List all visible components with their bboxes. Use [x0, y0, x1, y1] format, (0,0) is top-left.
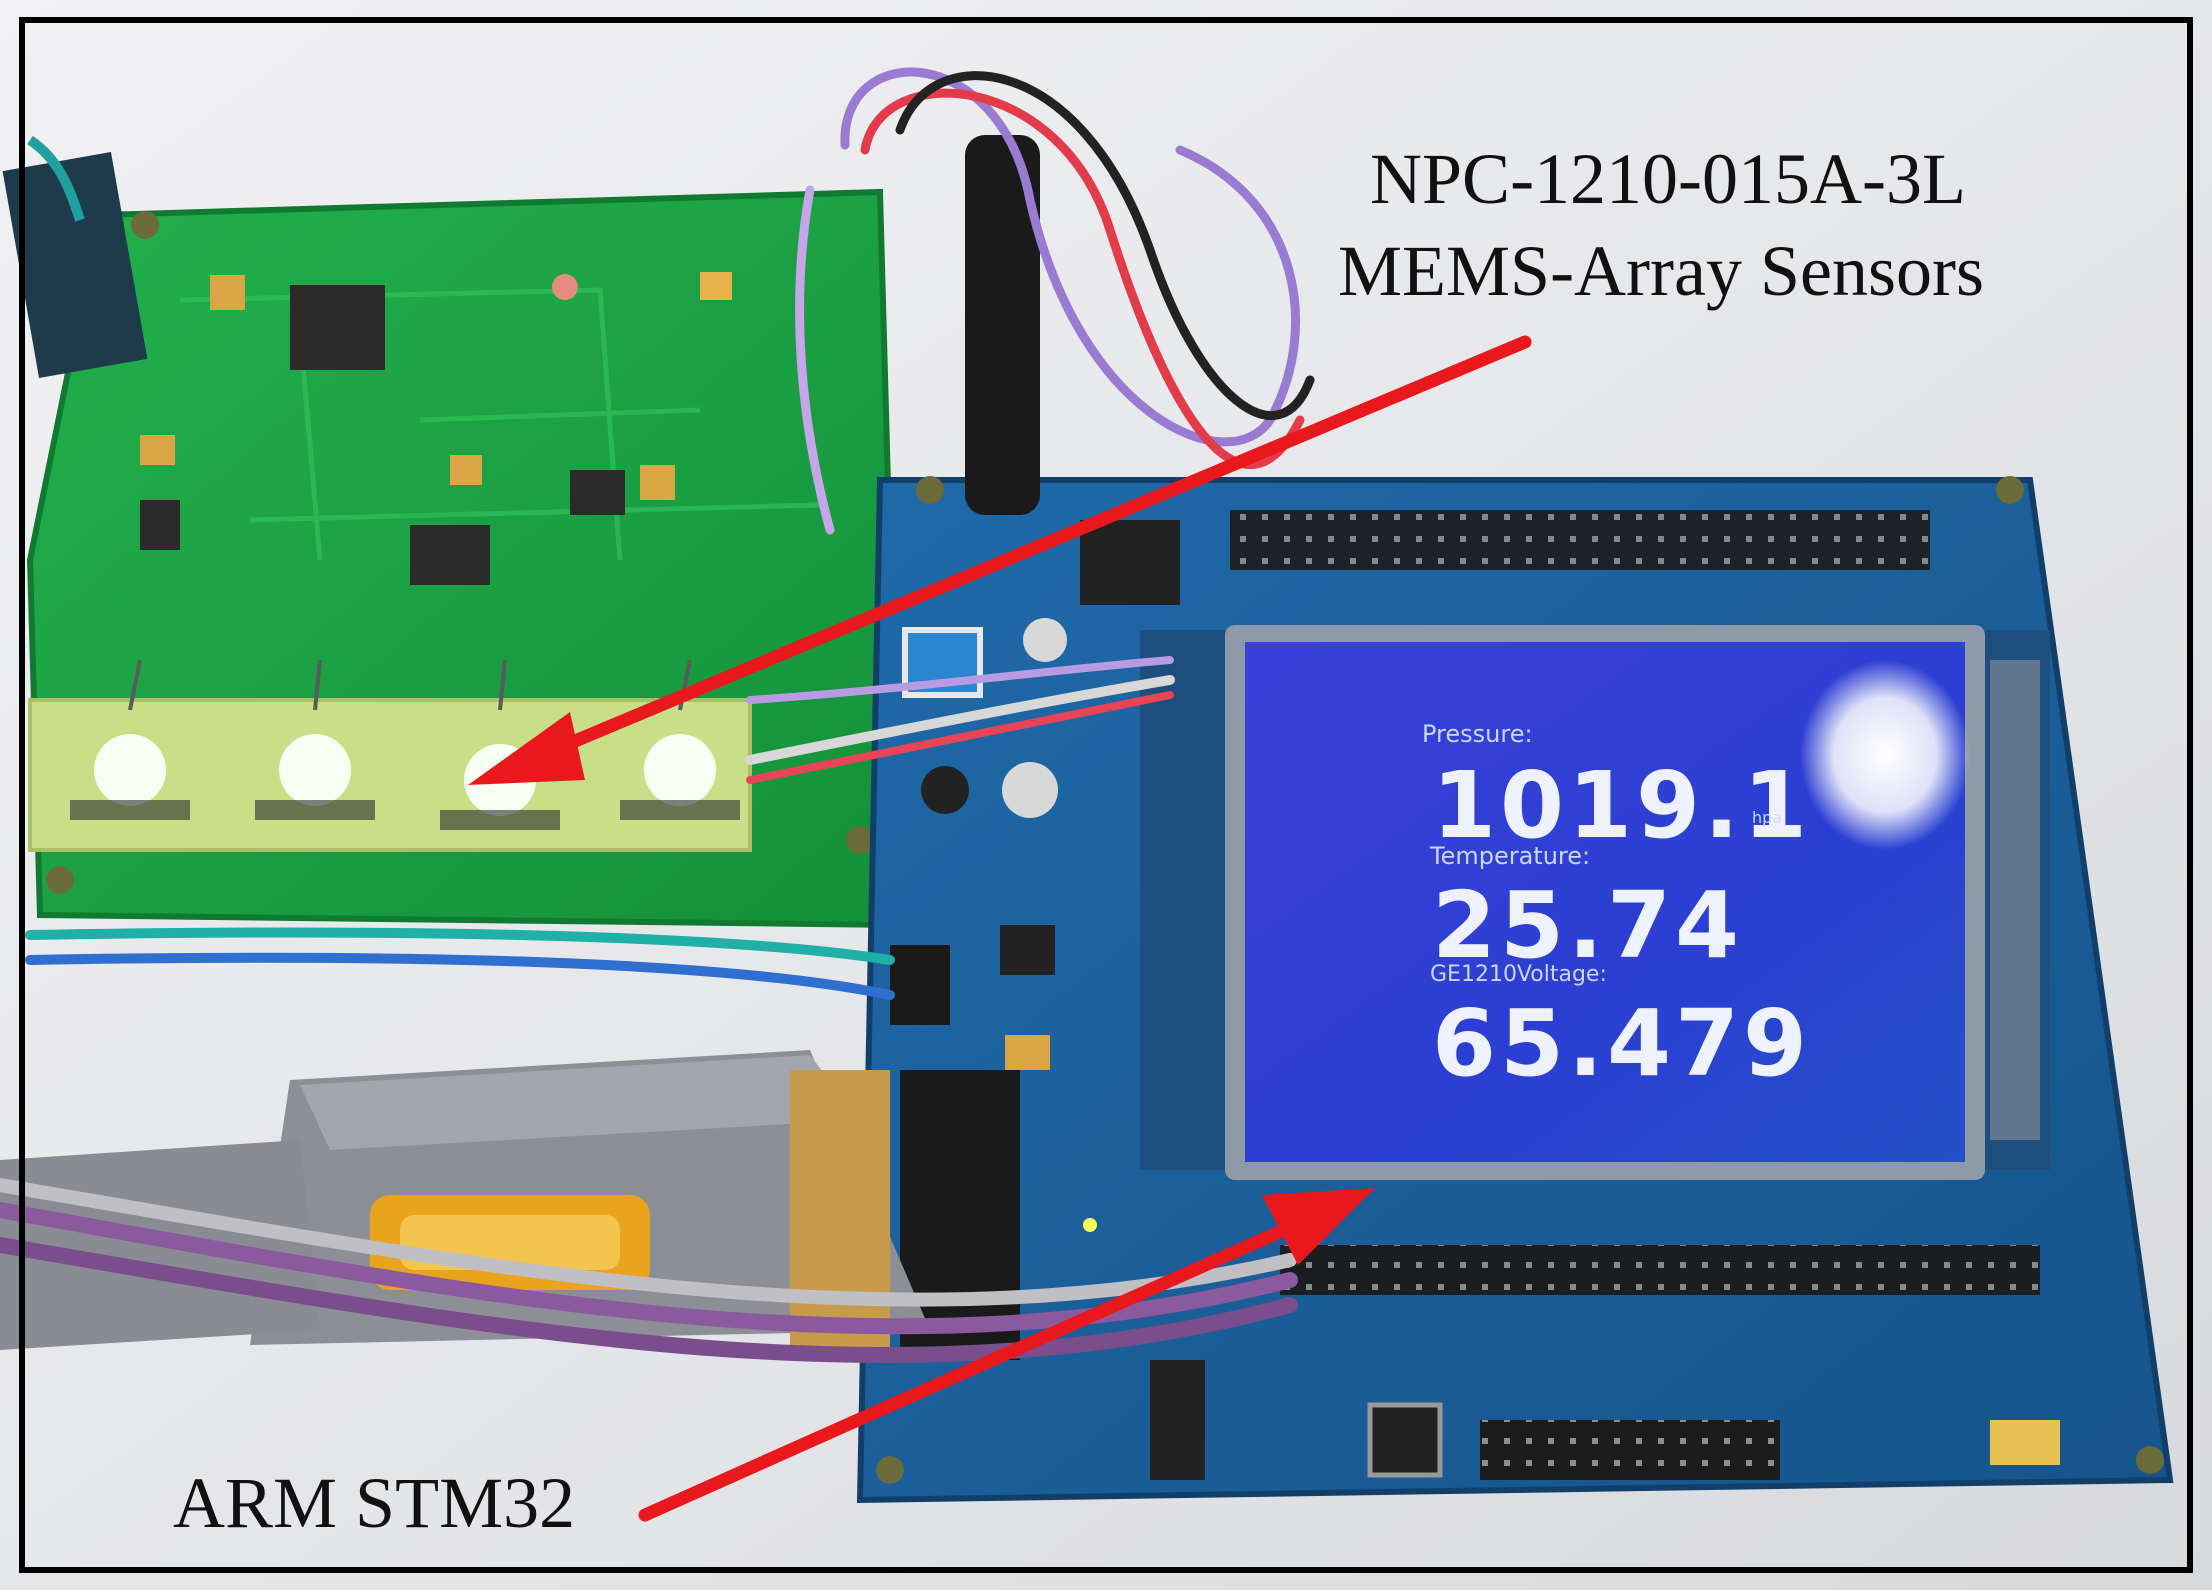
- lcd-pressure-label: Pressure:: [1422, 720, 1533, 748]
- arrow-to-arm: [638, 1188, 1375, 1522]
- mems-sensor-4: [620, 734, 740, 820]
- lcd-pressure-value: 1019.1: [1432, 752, 1812, 859]
- lcd-temperature-label: Temperature:: [1430, 842, 1591, 870]
- mems-sensor-2: [255, 734, 375, 820]
- arrow-to-sensors: [468, 335, 1532, 785]
- image-frame: [19, 17, 2193, 1573]
- lcd-temperature-value: 25.74: [1432, 872, 1744, 979]
- lcd-module: [1140, 625, 2050, 1180]
- lcd-voltage-value: 65.479: [1432, 990, 1812, 1097]
- sensor-label-line2: MEMS-Array Sensors: [1338, 231, 1984, 311]
- arm-label: ARM STM32: [173, 1463, 576, 1543]
- lcd-pressure-unit: hpa: [1752, 808, 1783, 827]
- lcd-voltage-label: GE1210Voltage:: [1430, 962, 1607, 987]
- sensor-label-line1: NPC-1210-015A-3L: [1370, 139, 1966, 219]
- mems-sensor-1: [70, 734, 190, 820]
- sensor-board: [2, 135, 904, 929]
